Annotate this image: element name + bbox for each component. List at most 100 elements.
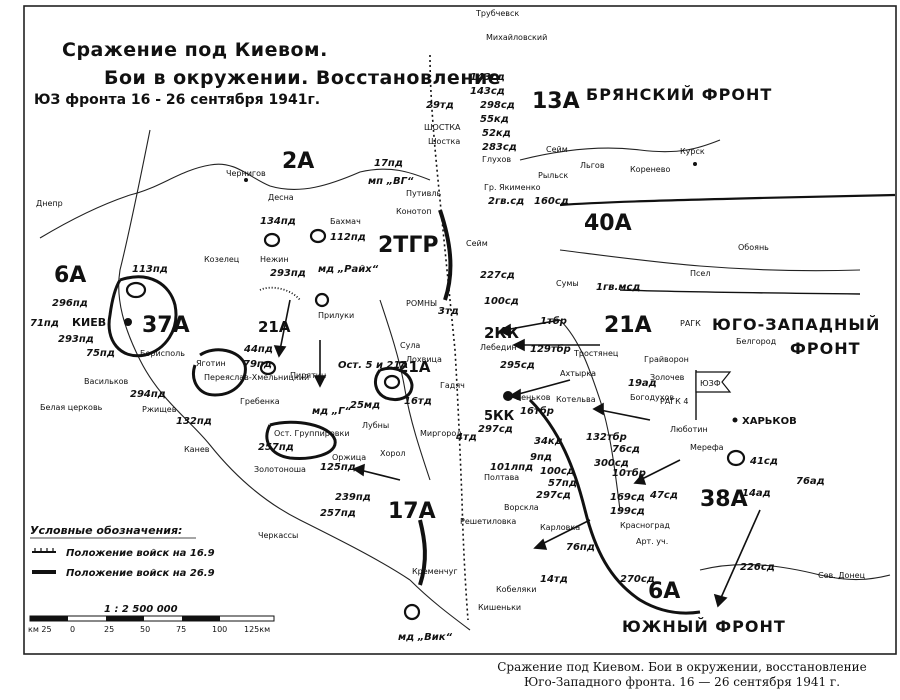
scale-seg-2	[106, 616, 144, 621]
pocket-5-21a-line	[373, 366, 414, 401]
boundary-bryansk	[559, 193, 896, 207]
place-nezhin: Нежин	[260, 255, 289, 264]
unit-143sd-2: 143сд	[470, 72, 505, 83]
unit-symbol-41sd	[726, 449, 746, 467]
place-pereyaslav: Переяслав-Хмельницкий	[204, 373, 309, 382]
place-graivoron: Грайворон	[644, 355, 689, 364]
legend-heading: Условные обозначения:	[30, 524, 182, 537]
map-title-line3: ЮЗ фронта 16 - 26 сентября 1941г.	[34, 92, 320, 108]
army-21a-pocket: 21А	[398, 358, 431, 376]
place-poltava: Полтава	[484, 473, 519, 482]
army-6a-south: 6А	[648, 579, 680, 604]
unit-101lpd: 101лпд	[490, 462, 533, 473]
place-art-uch: Арт. уч.	[636, 537, 668, 546]
place-sev-donets: Сев. Донец	[818, 571, 866, 580]
arrow-6-head	[533, 538, 548, 550]
scale-tick-5: 100	[212, 625, 227, 634]
unit-9pd: 9пд	[530, 452, 552, 463]
unit-113pd: 113пд	[132, 264, 168, 275]
scale-tick-0: км 25	[28, 625, 52, 634]
unit-169sd: 169сд	[610, 492, 645, 503]
unit-129tbr: 129тбр	[530, 343, 571, 355]
unit-294pd: 294пд	[130, 389, 166, 400]
unit-297sd: 297сд	[478, 424, 513, 435]
place-dnepr: Днепр	[36, 199, 63, 208]
arrow-10-head	[633, 473, 647, 485]
legend-item-1: Положение войск на 16.9	[66, 548, 215, 559]
division-symbols	[125, 228, 746, 621]
legend-item-2: Положение войск на 26.9	[66, 568, 215, 579]
unit-257pd-s: 257пд	[320, 508, 356, 519]
place-kobelyaki: Кобеляки	[496, 585, 536, 594]
arrow-4-head	[592, 402, 604, 416]
unit-14td: 14тд	[540, 574, 568, 585]
unit-29td: 29тд	[426, 100, 454, 111]
line-26-9-south	[528, 398, 701, 615]
flag-label: ЮЗФ	[700, 379, 721, 388]
rivers	[39, 129, 891, 631]
place-bogodukhov: Богодухов	[630, 393, 674, 402]
scale-bar: 1 : 2 500 000 км 25 0 25 50 75 100 125км	[28, 604, 275, 634]
label-md-raikh: мд „Райх“	[318, 264, 379, 275]
place-putivl: Путивль	[406, 189, 441, 198]
place-belaya-tserkov: Белая церковь	[40, 403, 103, 412]
label-ost-kurilpo: Ост. 5 и 21А	[338, 360, 408, 371]
unit-2gvsd: 2гв.сд	[488, 196, 524, 207]
place-mirgorod: Миргород	[420, 429, 462, 438]
place-kursk: Курск	[680, 147, 705, 156]
place-kiev: КИЕВ	[72, 316, 106, 329]
unit-71pd: 71пд	[30, 318, 59, 329]
army-17a: 17А	[388, 499, 436, 524]
place-seim: Сейм	[546, 145, 568, 154]
place-rylsk: Рыльск	[538, 171, 568, 180]
place-lebedin: Лебедин	[480, 343, 517, 352]
place-zolotonosha: Золотоноша	[254, 465, 306, 474]
label-ost-gr: Ост. Группировки	[274, 429, 350, 438]
unit-76pd: 76пд	[566, 542, 595, 553]
army-6a-west: 6А	[54, 263, 86, 288]
place-lyubotin: Люботин	[670, 425, 708, 434]
place-orzhitsa: Оржица	[332, 453, 366, 462]
unit-132pd: 132пд	[176, 416, 212, 427]
unit-100sd-s: 100сд	[540, 466, 575, 477]
unit-17pd: 17пд	[374, 158, 403, 169]
place-vasilkov: Васильков	[84, 377, 129, 386]
unit-76sd: 76сд	[612, 444, 640, 455]
unit-239pd: 239пд	[335, 492, 371, 503]
unit-16td: 16тд	[404, 396, 432, 407]
dot-kiev	[124, 318, 132, 326]
place-karlovka: Карловка	[540, 523, 580, 532]
scale-tick-3: 50	[140, 625, 150, 634]
unit-57pd: 57пд	[548, 478, 577, 489]
scale-seg-1	[30, 616, 68, 621]
yuzf-flag: ЮЗФ	[695, 370, 732, 420]
line-16-9-east	[429, 54, 469, 621]
tank-wedge-1tgr	[418, 519, 427, 586]
place-grebenka: Гребенка	[240, 397, 280, 406]
place-reshetilovka: Решетиловка	[460, 517, 516, 526]
place-bakhmach: Бахмач	[330, 217, 361, 226]
unit-226sd: 226сд	[740, 562, 775, 573]
boundary-psel	[619, 289, 861, 295]
hatched-nezhin	[259, 286, 301, 301]
scale-seg-3	[182, 616, 220, 621]
unit-160sd: 160сд	[534, 196, 569, 207]
front-sw-2: ФРОНТ	[790, 339, 861, 358]
army-13a: 13А	[532, 89, 580, 114]
place-gadyach: Гадяч	[440, 381, 465, 390]
arrow-4	[599, 409, 651, 421]
unit-25md: 25мд	[350, 400, 380, 411]
unit-227sd: 227сд	[480, 270, 515, 281]
river-seim	[519, 139, 721, 161]
place-yakimenko: Гр. Якименко	[484, 183, 541, 192]
arrow-2-head	[512, 338, 525, 352]
army-2kk: 2КК	[484, 324, 520, 342]
unit-100sd: 100сд	[484, 296, 519, 307]
unit-75pd: 75пд	[86, 348, 115, 359]
unit-283sd: 283сд	[482, 142, 517, 153]
unit-34kd: 34кд	[534, 436, 563, 447]
army-21a-east: 21А	[604, 313, 652, 338]
town-dots	[124, 162, 738, 423]
unit-41sd: 41сд	[749, 456, 778, 467]
